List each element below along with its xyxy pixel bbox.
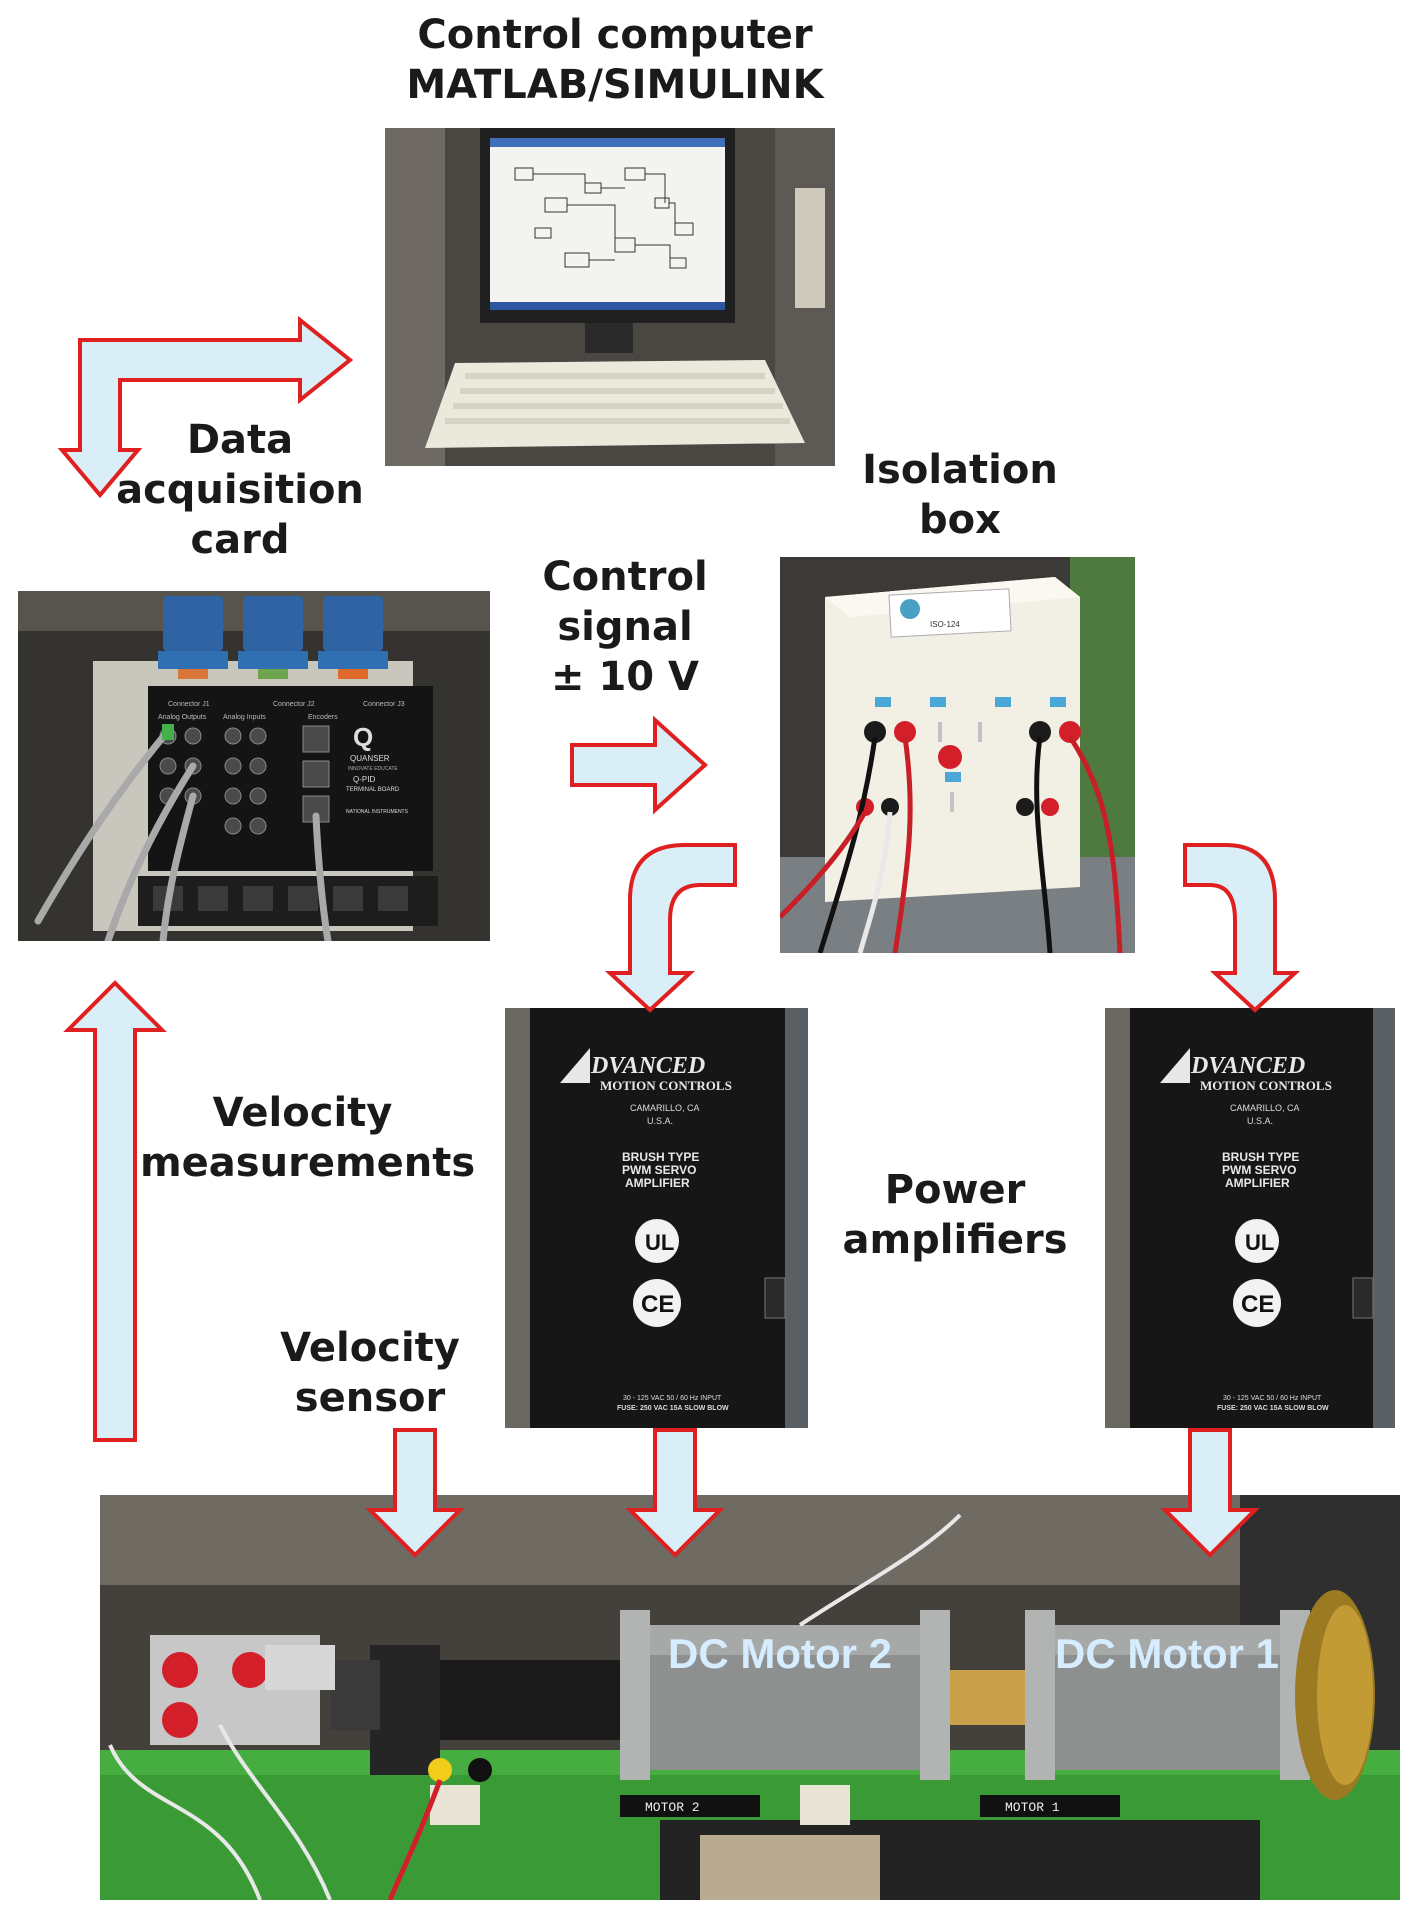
amc-fuse-spec: FUSE: 250 VAC 15A SLOW BLOW [1217, 1405, 1329, 1412]
quanser-brand: QUANSER [350, 754, 390, 763]
amc-type3: AMPLIFIER [625, 1176, 690, 1190]
power-amplifier-right-photo: ADVANCED MOTION CONTROLS CAMARILLO, CA U… [1105, 1008, 1395, 1428]
amp-left-to-motor2-arrow [625, 1428, 725, 1558]
control-computer-photo [385, 128, 835, 466]
amplifier-right-illustration: ADVANCED MOTION CONTROLS CAMARILLO, CA U… [1105, 1008, 1395, 1428]
svg-text:CE: CE [1241, 1291, 1274, 1318]
isolation-to-amp-left-arrow [604, 843, 737, 1013]
amc-logo-right [1160, 1048, 1190, 1083]
motor-2-plate [620, 1795, 760, 1817]
motor-bench-illustration: MOTOR 2 MOTOR 1 [100, 1495, 1400, 1900]
amc-location1: CAMARILLO, CA [1230, 1103, 1300, 1113]
daq-computer-bidirectional-arrow [57, 315, 354, 499]
power-amplifier-left-photo: ADVANCED MOTION CONTROLS CAMARILLO, CA U… [505, 1008, 808, 1428]
velocity-sensor-unit [430, 1660, 620, 1740]
isolation-box-photo: ISO-124 [780, 557, 1135, 953]
analog-outputs-label: Analog Outputs [158, 714, 207, 721]
amc-logo-left [560, 1048, 590, 1083]
quanser-q-logo: Q [353, 722, 373, 752]
velocity-measurements-arrow [63, 980, 167, 1442]
encoders-label: Encoders [308, 714, 338, 721]
control-signal-arrow [570, 715, 708, 815]
power-amplifiers-label: Power amplifiers [842, 1167, 1068, 1263]
svg-text:UL: UL [645, 1230, 674, 1255]
ul-mark-icon [1235, 1219, 1279, 1263]
amc-fuse-spec: FUSE: 250 VAC 15A SLOW BLOW [617, 1405, 729, 1412]
computer-illustration [385, 128, 835, 466]
control-computer-line2: MATLAB/SIMULINK [406, 62, 824, 108]
velocity-sensor-label: Velocity sensor [280, 1325, 460, 1421]
control-signal-label: Control signal ± 10 V [542, 554, 708, 700]
amc-type1: BRUSH TYPE [622, 1150, 699, 1164]
connector-j1-label: Connector J1 [168, 701, 210, 708]
amc-brand-line1: ADVANCED [1173, 1053, 1305, 1079]
data-acquisition-label: Data acquisition card [116, 417, 364, 563]
connector-j3-label: Connector J3 [363, 701, 405, 708]
dc-motor-1-label: DC Motor 1 [1055, 1630, 1279, 1677]
amc-type2: PWM SERVO [1222, 1163, 1296, 1177]
svg-text:UL: UL [1245, 1230, 1274, 1255]
dc-motor-2-label: DC Motor 2 [668, 1630, 892, 1677]
isolation-box-illustration: ISO-124 [780, 557, 1135, 953]
daq-illustration: Connector J1 Connector J2 Connector J3 A… [18, 591, 490, 941]
velocity-measurements-label: Velocity measurements [140, 1090, 476, 1186]
monitor-screen [490, 138, 725, 310]
amplifier-left-illustration: ADVANCED MOTION CONTROLS CAMARILLO, CA U… [505, 1008, 808, 1428]
amc-location2: U.S.A. [647, 1116, 673, 1126]
motor-1-plate [980, 1795, 1120, 1817]
ce-mark-icon [633, 1279, 681, 1327]
amc-type3: AMPLIFIER [1225, 1176, 1290, 1190]
terminal-board [148, 686, 433, 871]
ul-mark-icon [635, 1219, 679, 1263]
amc-location1: CAMARILLO, CA [630, 1103, 700, 1113]
daq-card-photo: Connector J1 Connector J2 Connector J3 A… [18, 591, 490, 941]
svg-text:MOTOR 1: MOTOR 1 [1005, 1800, 1060, 1815]
amc-location2: U.S.A. [1247, 1116, 1273, 1126]
isolation-to-amp-right-arrow [1183, 843, 1301, 1013]
analog-inputs-label: Analog Inputs [223, 714, 266, 721]
amc-brand-line2: MOTION CONTROLS [1200, 1078, 1332, 1093]
connector-j2-label: Connector J2 [273, 701, 315, 708]
control-computer-line1: Control computer [417, 12, 813, 58]
amc-input-spec: 30 - 125 VAC 50 / 60 Hz INPUT [1223, 1395, 1322, 1402]
amp-right-to-motor1-arrow [1160, 1428, 1260, 1558]
svg-text:MOTOR 2: MOTOR 2 [645, 1800, 700, 1815]
quanser-tagline: INNOVATE EDUCATE [348, 766, 398, 772]
iso-124-label: ISO-124 [930, 620, 960, 629]
amc-input-spec: 30 - 125 VAC 50 / 60 Hz INPUT [623, 1395, 722, 1402]
control-computer-label: Control computer MATLAB/SIMULINK [380, 10, 850, 110]
amc-brand-line1: ADVANCED [573, 1053, 705, 1079]
board-model: Q-PID [353, 775, 375, 784]
isolation-box-label: Isolation box [862, 447, 1058, 543]
ce-mark-icon [1233, 1279, 1281, 1327]
amc-type2: PWM SERVO [622, 1163, 696, 1177]
svg-text:CE: CE [641, 1291, 674, 1318]
velocity-sensor-arrow [365, 1428, 465, 1558]
motor-bench-photo: MOTOR 2 MOTOR 1 DC Motor 2 DC Mot [100, 1495, 1400, 1900]
board-name: TERMINAL BOARD [346, 787, 400, 793]
ni-logo: NATIONAL INSTRUMENTS [346, 809, 409, 815]
amc-type1: BRUSH TYPE [1222, 1150, 1299, 1164]
amc-brand-line2: MOTION CONTROLS [600, 1078, 732, 1093]
